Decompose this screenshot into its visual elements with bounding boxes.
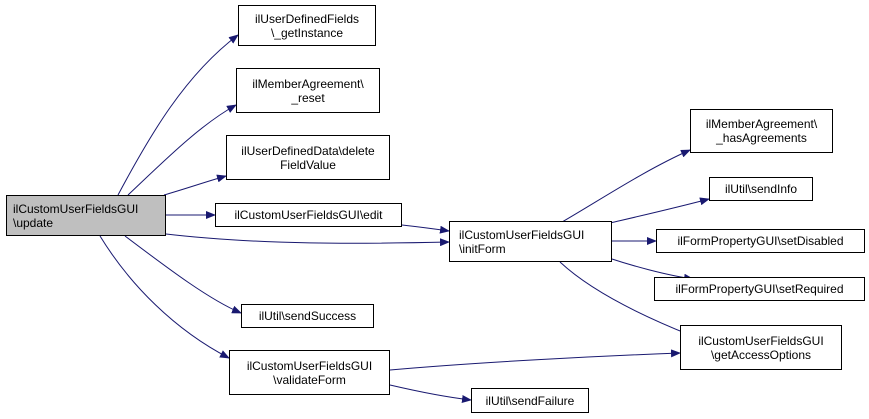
node-setrequired-line1: ilFormPropertyGUI\setRequired xyxy=(675,282,844,296)
edge-validateform-to-sendfailure xyxy=(389,384,472,403)
node-update[interactable]: ilCustomUserFieldsGUI \update xyxy=(6,195,166,236)
node-update-line2: \update xyxy=(13,215,54,230)
edge-initform-to-sendinfo xyxy=(609,197,710,224)
node-sendfailure-line1: ilUtil\sendFailure xyxy=(485,393,575,408)
edge-update-to-deletefieldvalue xyxy=(163,174,227,196)
edge-initform-to-getaccessoptions xyxy=(559,261,691,336)
node-edit[interactable]: ilCustomUserFieldsGUI\edit xyxy=(215,203,402,227)
node-sendsuccess-line1: ilUtil\sendSuccess xyxy=(258,309,357,323)
node-getinstance-line2: \_getInstance xyxy=(270,25,344,40)
node-deletefieldvalue-line1: ilUserDefinedData\delete xyxy=(241,143,375,158)
node-deletefieldvalue[interactable]: ilUserDefinedData\delete FieldValue xyxy=(226,135,390,180)
node-validateform[interactable]: ilCustomUserFieldsGUI \validateForm xyxy=(229,350,390,395)
node-hasagreements-line1: ilMemberAgreement\ xyxy=(705,117,818,131)
edge-update-to-initform xyxy=(165,233,450,247)
node-member-reset-line2: _reset xyxy=(291,90,325,105)
node-validateform-line1: ilCustomUserFieldsGUI xyxy=(246,358,373,373)
node-member-reset-line1: ilMemberAgreement\ xyxy=(252,76,364,91)
node-getinstance-line1: ilUserDefinedFields xyxy=(254,11,360,26)
edge-update-to-reset xyxy=(127,104,237,196)
node-update-line1: ilCustomUserFieldsGUI xyxy=(13,201,139,216)
edge-initform-to-hasagreements xyxy=(561,149,691,223)
node-getaccessoptions[interactable]: ilCustomUserFieldsGUI \getAccessOptions xyxy=(680,325,842,370)
node-hasagreements-line2: _hasAgreements xyxy=(716,131,807,145)
node-edit-line1: ilCustomUserFieldsGUI\edit xyxy=(234,208,383,222)
node-getinstance[interactable]: ilUserDefinedFields \_getInstance xyxy=(238,5,376,46)
node-deletefieldvalue-line2: FieldValue xyxy=(280,157,336,172)
node-sendfailure[interactable]: ilUtil\sendFailure xyxy=(471,388,589,413)
node-sendinfo[interactable]: ilUtil\sendInfo xyxy=(709,177,813,201)
edge-update-to-validateform xyxy=(99,235,230,359)
edge-initform-to-setrequired xyxy=(611,258,694,282)
node-sendinfo-line1: ilUtil\sendInfo xyxy=(724,182,798,196)
node-setrequired[interactable]: ilFormPropertyGUI\setRequired xyxy=(654,277,865,301)
node-getaccessoptions-line1: ilCustomUserFieldsGUI xyxy=(698,333,824,348)
edge-edit-to-initform xyxy=(401,224,450,234)
node-setdisabled-line1: ilFormPropertyGUI\setDisabled xyxy=(677,234,844,248)
node-initform-line2: \initForm xyxy=(459,241,506,256)
node-sendsuccess[interactable]: ilUtil\sendSuccess xyxy=(241,304,374,328)
node-setdisabled[interactable]: ilFormPropertyGUI\setDisabled xyxy=(656,229,865,253)
node-validateform-line2: \validateForm xyxy=(273,372,346,387)
edge-validateform-to-getaccessoptions xyxy=(389,349,681,371)
node-initform[interactable]: ilCustomUserFieldsGUI \initForm xyxy=(449,221,612,262)
node-hasagreements[interactable]: ilMemberAgreement\ _hasAgreements xyxy=(690,109,833,153)
node-initform-line1: ilCustomUserFieldsGUI xyxy=(459,227,585,242)
edge-update-to-sendsuccess xyxy=(124,235,242,314)
node-member-reset[interactable]: ilMemberAgreement\ _reset xyxy=(236,68,380,113)
edge-update-to-getinstance xyxy=(117,34,239,196)
node-getaccessoptions-line2: \getAccessOptions xyxy=(710,347,812,362)
